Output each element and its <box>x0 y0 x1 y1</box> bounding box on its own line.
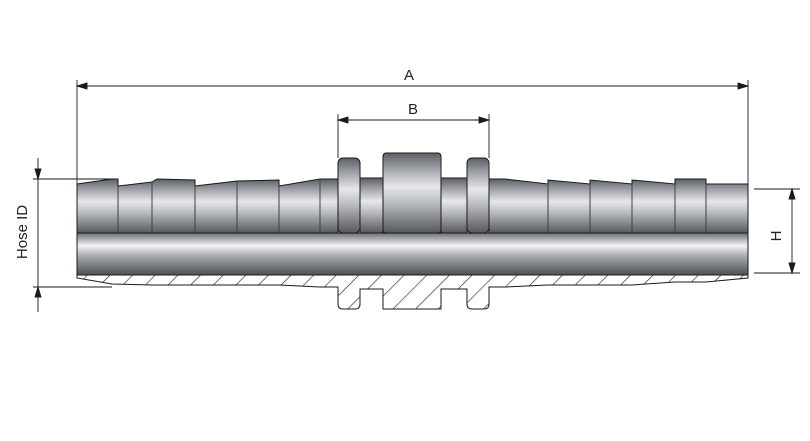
dimension-hose-id <box>33 158 112 312</box>
dimension-h-label: H <box>768 231 785 242</box>
center-hex <box>382 152 442 234</box>
right-barb-ridges <box>547 184 707 233</box>
dimension-b <box>336 114 491 158</box>
dimension-h <box>754 187 800 275</box>
fitting-cross-section <box>76 274 749 310</box>
dimension-a-label: A <box>404 67 414 84</box>
fitting-bore <box>76 232 749 276</box>
dimension-hose-id-label: Hose ID <box>14 205 31 259</box>
right-collar <box>466 157 490 234</box>
left-barb-ridges <box>117 179 321 233</box>
left-barb-section <box>76 178 339 234</box>
collar-gap-left <box>359 177 384 234</box>
left-collar <box>337 157 361 234</box>
dimension-b-label: B <box>408 101 418 118</box>
collar-gap-right <box>440 177 468 234</box>
fitting-exterior <box>76 152 749 234</box>
right-barb-section <box>488 178 749 234</box>
dimension-a <box>75 80 750 184</box>
